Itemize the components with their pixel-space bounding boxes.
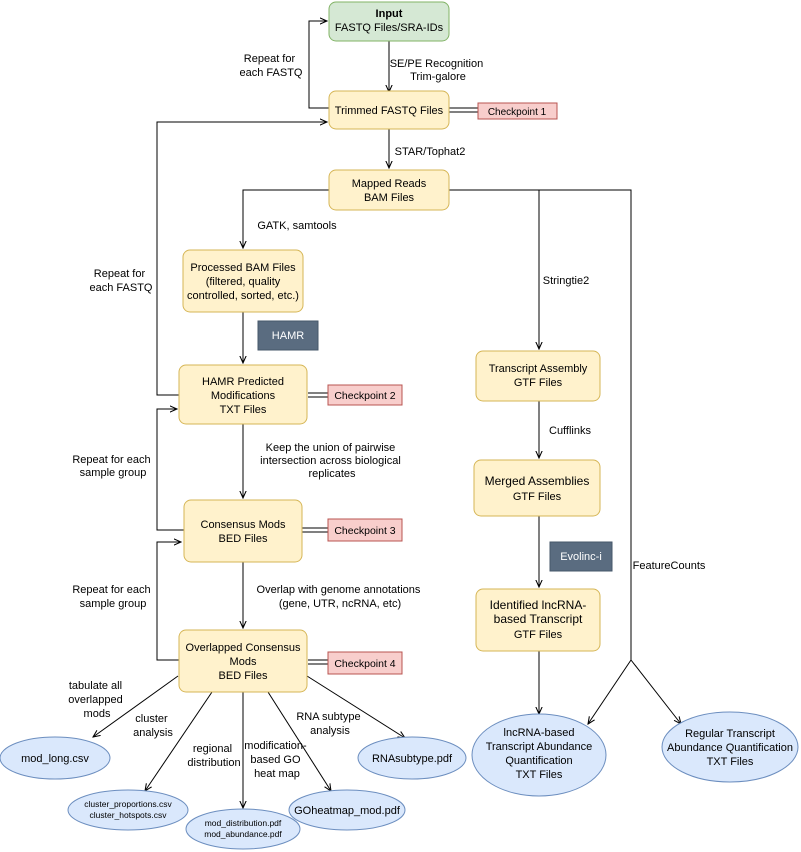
merged-line1: Merged Assemblies xyxy=(485,474,590,488)
lncrna-quant-line4: TXT Files xyxy=(516,769,563,781)
checkpoint-4: Checkpoint 4 xyxy=(327,651,403,675)
hamr-tool-label: HAMR xyxy=(272,330,304,342)
trimmed-title: Trimmed FASTQ Files xyxy=(335,105,444,117)
overlapped-line1: Overlapped Consensus xyxy=(186,642,301,654)
label-keep-union: Keep the union of pairwise intersection … xyxy=(260,442,404,480)
processed-line1: Processed BAM Files xyxy=(190,262,296,274)
label-repeat-fastq-mid: Repeat for each FASTQ xyxy=(90,268,153,294)
edge-labels: Repeat for each FASTQ SE/PE Recognition … xyxy=(68,53,706,780)
label-cluster-analysis: cluster analysis xyxy=(133,713,173,739)
mod-long-label: mod_long.csv xyxy=(21,753,89,765)
checkpoint-4-label: Checkpoint 4 xyxy=(334,658,395,670)
cluster-line2: cluster_hotspots.csv xyxy=(89,810,167,820)
processed-node: Processed BAM Files (filtered, quality c… xyxy=(182,249,304,313)
hamr-predicted-line2: Modifications xyxy=(211,390,276,402)
mapped-node: Mapped Reads BAM Files xyxy=(328,169,450,211)
merged-line2: GTF Files xyxy=(513,491,562,503)
hamr-tool-box: HAMR xyxy=(257,320,319,351)
processed-line3: controlled, sorted, etc.) xyxy=(187,290,299,302)
consensus-line2: BED Files xyxy=(219,533,268,545)
consensus-line1: Consensus Mods xyxy=(201,519,286,531)
edge-repeat-fastq-mid xyxy=(156,122,327,396)
label-stringtie: Stringtie2 xyxy=(543,275,589,287)
hamr-predicted-node: HAMR Predicted Modifications TXT Files xyxy=(178,364,308,425)
checkpoint-1: Checkpoint 1 xyxy=(477,102,558,120)
input-node: Input FASTQ Files/SRA-IDs xyxy=(328,1,450,42)
edge-mapped-transcript xyxy=(448,189,539,349)
label-tabulate: tabulate all overlapped mods xyxy=(68,680,126,720)
label-regional: regional distribution xyxy=(187,743,240,769)
transcript-assembly-node: Transcript Assembly GTF Files xyxy=(475,350,601,402)
transcript-line2: GTF Files xyxy=(514,377,563,389)
mapped-line2: BAM Files xyxy=(364,192,415,204)
output-cluster: cluster_proportions.csv cluster_hotspots… xyxy=(67,789,189,831)
overlapped-node: Overlapped Consensus Mods BED Files xyxy=(178,629,308,693)
regular-quant-line2: Abundance Quantification xyxy=(667,742,793,754)
label-modbased-go: modification- based GO heat map xyxy=(244,740,309,780)
checkpoint-1-label: Checkpoint 1 xyxy=(488,107,547,118)
mod-dist-line2: mod_abundance.pdf xyxy=(204,829,282,839)
lncrna-quant-line1: lncRNA-based xyxy=(504,727,575,739)
edges xyxy=(93,21,681,808)
identified-line2: based Transcript xyxy=(494,612,583,626)
goheatmap-label: GOheatmap_mod.pdf xyxy=(294,805,401,817)
mapped-line1: Mapped Reads xyxy=(352,178,427,190)
input-subtitle: FASTQ Files/SRA-IDs xyxy=(335,22,444,34)
edge-featurecounts-regular xyxy=(630,659,681,724)
rnasubtype-label: RNAsubtype.pdf xyxy=(372,753,453,765)
output-mod-distribution: mod_distribution.pdf mod_abundance.pdf xyxy=(185,808,301,850)
overlapped-line3: BED Files xyxy=(219,670,268,682)
cluster-line1: cluster_proportions.csv xyxy=(84,799,172,809)
edge-repeat-group-1 xyxy=(156,409,184,531)
checkpoint-2: Checkpoint 2 xyxy=(327,384,403,406)
processed-line2: (filtered, quality xyxy=(206,276,281,288)
edge-overlapped-modlong xyxy=(93,675,179,737)
edge-overlapped-goheatmap xyxy=(267,691,331,791)
edge-featurecounts-lncrna xyxy=(588,659,632,724)
label-star: STAR/Tophat2 xyxy=(395,146,466,158)
identified-line1: Identified lncRNA- xyxy=(490,598,587,612)
checkpoint-3: Checkpoint 3 xyxy=(327,518,403,542)
output-mod-long: mod_long.csv xyxy=(0,736,111,780)
input-title: Input xyxy=(376,8,403,20)
edge-overlapped-rnasubtype xyxy=(306,675,405,738)
lncrna-quant-line3: Quantification xyxy=(505,755,572,767)
label-cufflinks: Cufflinks xyxy=(549,425,591,437)
regular-quant-line1: Regular Transcript xyxy=(685,728,775,740)
hamr-predicted-line3: TXT Files xyxy=(220,404,267,416)
output-lncrna-quantification: lncRNA-based Transcript Abundance Quanti… xyxy=(471,713,607,797)
lncrna-quant-line2: Transcript Abundance xyxy=(486,741,593,753)
label-rna-subtype: RNA subtype analysis xyxy=(296,711,363,737)
hamr-predicted-line1: HAMR Predicted xyxy=(202,376,284,388)
edge-overlapped-cluster xyxy=(145,691,213,791)
label-featurecounts: FeatureCounts xyxy=(633,560,706,572)
identified-lncrna-node: Identified lncRNA- based Transcript GTF … xyxy=(475,588,601,652)
label-repeat-fastq-top: Repeat for each FASTQ xyxy=(240,53,303,79)
merged-assemblies-node: Merged Assemblies GTF Files xyxy=(473,459,601,517)
edge-repeat-group-2 xyxy=(156,542,181,661)
overlapped-line2: Mods xyxy=(230,656,257,668)
transcript-line1: Transcript Assembly xyxy=(489,363,588,375)
identified-line3: GTF Files xyxy=(514,629,563,641)
output-goheatmap: GOheatmap_mod.pdf xyxy=(288,789,406,831)
evolinc-tool-box: Evolinc-i xyxy=(549,541,613,572)
checkpoint-3-label: Checkpoint 3 xyxy=(334,525,395,537)
label-overlap-genome: Overlap with genome annotations (gene, U… xyxy=(257,584,424,610)
label-repeat-group-2: Repeat for each sample group xyxy=(72,584,153,610)
trimmed-node: Trimmed FASTQ Files xyxy=(328,90,450,130)
mod-dist-line1: mod_distribution.pdf xyxy=(205,818,282,828)
evolinc-tool-label: Evolinc-i xyxy=(560,551,602,563)
output-rnasubtype: RNAsubtype.pdf xyxy=(357,736,467,780)
label-gatk: GATK, samtools xyxy=(257,220,337,232)
label-repeat-group-1: Repeat for each sample group xyxy=(72,454,153,479)
edge-mapped-featurecounts xyxy=(539,189,632,660)
regular-quant-line3: TXT Files xyxy=(707,756,754,768)
checkpoint-2-label: Checkpoint 2 xyxy=(334,390,395,402)
edge-repeat-fastq-top xyxy=(308,21,329,109)
edge-mapped-processed xyxy=(243,189,329,248)
label-se-pe: SE/PE Recognition Trim-galore xyxy=(390,58,487,83)
consensus-node: Consensus Mods BED Files xyxy=(183,499,303,563)
output-regular-quantification: Regular Transcript Abundance Quantificat… xyxy=(661,711,799,783)
